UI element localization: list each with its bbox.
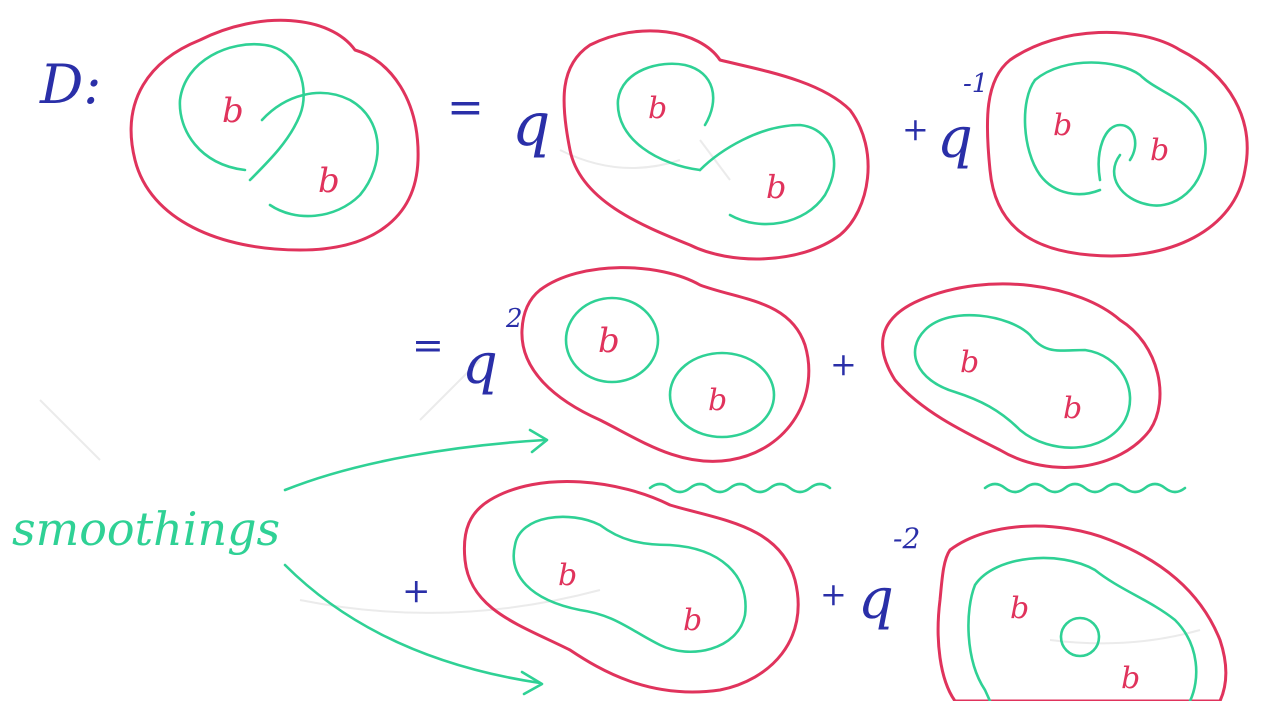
- region-label: b: [1010, 591, 1029, 626]
- smoothing-1-curve-right: [698, 123, 836, 226]
- smoothings-annotation: smoothings: [12, 502, 280, 556]
- underline-squiggle: [648, 482, 832, 494]
- annotation-arrow-lower: [283, 563, 544, 696]
- smoothing-6-small-circle: [1059, 616, 1101, 658]
- diagram-label: D:: [39, 53, 102, 116]
- region-label: b: [1063, 391, 1082, 426]
- smoothing-3-circle-left: [564, 296, 660, 384]
- annotation-arrow-upper: [283, 428, 549, 492]
- smoothing-2-outer-curve: [1033, 61, 1207, 207]
- region-label: b: [1150, 133, 1169, 168]
- smoothing-4-curve: [913, 313, 1132, 449]
- exponent: -2: [893, 522, 920, 555]
- coefficient-q: q: [462, 332, 498, 397]
- region-label: b: [1053, 108, 1072, 143]
- smoothing-1-curve-left: [616, 62, 715, 172]
- smoothing-5-boundary: [462, 480, 800, 694]
- smoothing-2-boundary: [985, 30, 1249, 258]
- equals-sign: =: [412, 323, 444, 367]
- plus-sign: +: [402, 571, 431, 611]
- plus-sign: +: [820, 575, 847, 613]
- coefficient-q: q: [937, 106, 973, 171]
- coefficient-q: q: [512, 90, 550, 160]
- plus-sign: +: [830, 345, 857, 383]
- smoothing-2-inner-curve: [1023, 78, 1137, 196]
- exponent: 2: [505, 304, 523, 334]
- region-label: b: [708, 383, 727, 418]
- smoothing-3: b b: [520, 266, 811, 463]
- region-label: b: [960, 345, 979, 380]
- smoothing-6-outer-curve: [967, 556, 1198, 701]
- diagram-d-curve-left: [178, 42, 305, 182]
- region-label: b: [1121, 661, 1140, 696]
- region-label: b: [598, 321, 620, 361]
- smoothing-6-boundary: [936, 524, 1228, 701]
- smoothing-4-boundary: [881, 282, 1162, 469]
- smoothing-6: b b: [936, 524, 1228, 701]
- region-label: b: [766, 168, 786, 206]
- smoothing-2: b b: [985, 30, 1249, 258]
- smoothing-3-circle-right: [668, 351, 776, 439]
- background-ghost-marks: [39, 139, 1201, 645]
- coefficient-q: q: [858, 567, 894, 632]
- smoothing-5: b b: [462, 480, 800, 694]
- smoothing-5-curve: [512, 515, 747, 653]
- region-label: b: [683, 603, 702, 638]
- diagram-d-boundary: [129, 18, 420, 252]
- equals-sign: =: [447, 82, 484, 133]
- smoothing-1-boundary: [562, 29, 870, 261]
- diagram-d-curve-right: [260, 91, 379, 218]
- diagram-d: b b: [129, 18, 420, 252]
- region-label: b: [558, 558, 577, 593]
- plus-sign: +: [902, 110, 929, 148]
- smoothing-1: b b: [562, 29, 870, 261]
- region-label: b: [222, 91, 244, 131]
- exponent: -1: [963, 69, 988, 99]
- region-label: b: [648, 91, 667, 126]
- underline-squiggle: [983, 482, 1187, 494]
- smoothing-4: b b: [881, 282, 1162, 469]
- smoothing-3-boundary: [520, 266, 811, 463]
- region-label: b: [318, 161, 340, 201]
